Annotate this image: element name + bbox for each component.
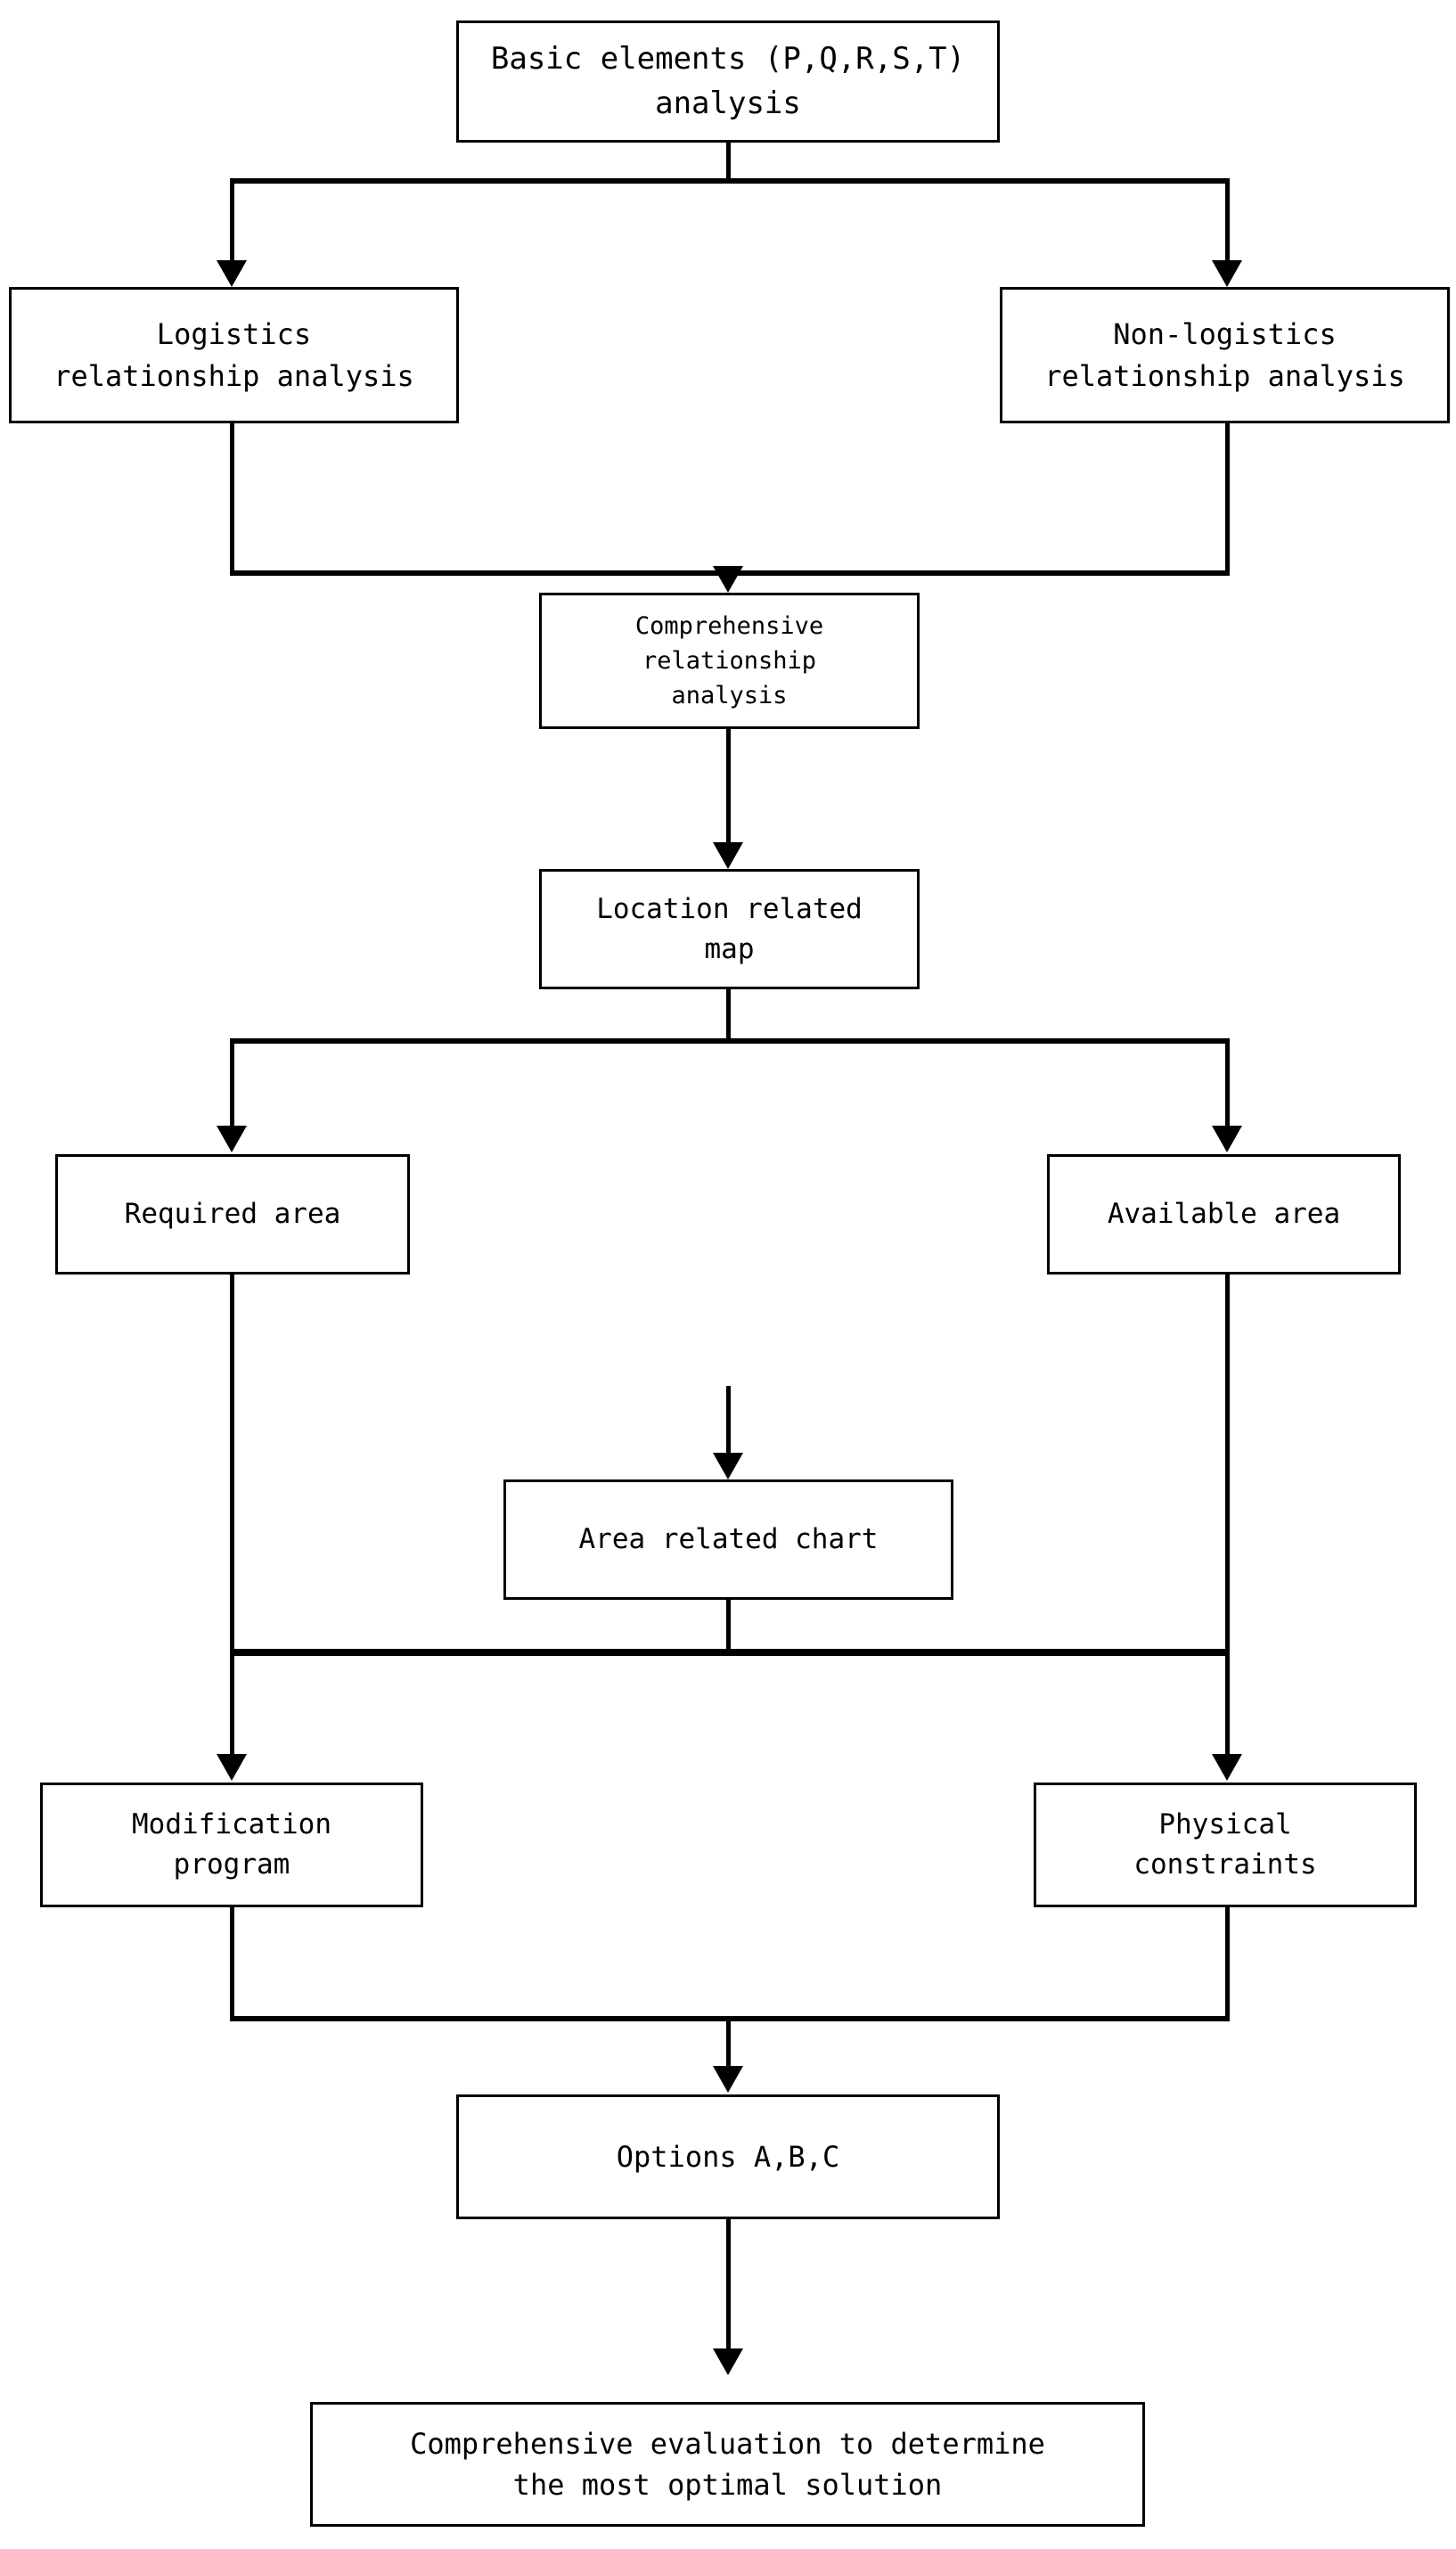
node-required-area-label: Required area bbox=[124, 1198, 341, 1231]
node-area-related-chart[interactable]: Area related chart bbox=[503, 1479, 953, 1600]
edge-basic-to-non-logistics-drop bbox=[1225, 178, 1230, 260]
arrowhead-to-logistics bbox=[217, 260, 247, 287]
arrowhead-to-options bbox=[713, 2066, 743, 2093]
node-required-area[interactable]: Required area bbox=[55, 1154, 410, 1274]
node-comprehensive-relationship-analysis-label: Comprehensive relationship analysis bbox=[634, 611, 824, 710]
edge-non-logistics-merge-rise bbox=[1225, 422, 1230, 575]
edge-options-to-final-line bbox=[726, 2217, 731, 2349]
edge-to-required-area-drop bbox=[230, 1038, 234, 1126]
edge-required-area-merge-rise bbox=[230, 1273, 234, 1656]
edge-to-modification-drop bbox=[230, 1649, 234, 1754]
arrowhead-to-non-logistics bbox=[1212, 260, 1242, 287]
edge-area-chart-split-bar bbox=[230, 1649, 1230, 1654]
edge-location-map-to-split-stem bbox=[726, 988, 731, 1043]
arrowhead-to-location-map bbox=[713, 842, 743, 869]
node-available-area-label: Available area bbox=[1107, 1198, 1341, 1231]
node-non-logistics-relationship-analysis[interactable]: Non-logistics relationship analysis bbox=[1000, 287, 1450, 423]
node-basic-elements[interactable]: Basic elements (P,Q,R,S,T) analysis bbox=[456, 20, 1000, 143]
node-area-related-chart-label: Area related chart bbox=[578, 1523, 879, 1556]
edge-basic-split-bar bbox=[232, 178, 1230, 184]
edge-merge-to-options-drop bbox=[726, 2016, 731, 2068]
node-basic-elements-label: Basic elements (P,Q,R,S,T) analysis bbox=[490, 41, 966, 121]
edge-modification-merge-rise bbox=[230, 1906, 234, 2021]
edge-basic-to-split-stem bbox=[726, 141, 731, 183]
node-physical-constraints-label: Physical constraints bbox=[1133, 1808, 1317, 1881]
node-final-evaluation[interactable]: Comprehensive evaluation to determine th… bbox=[310, 2402, 1145, 2527]
arrowhead-to-final-evaluation bbox=[713, 2348, 743, 2375]
node-physical-constraints[interactable]: Physical constraints bbox=[1034, 1783, 1417, 1907]
edge-area-chart-to-split-stem bbox=[726, 1598, 731, 1653]
arrowhead-to-available-area bbox=[1212, 1126, 1242, 1152]
node-non-logistics-relationship-analysis-label: Non-logistics relationship analysis bbox=[1044, 317, 1405, 393]
node-available-area[interactable]: Available area bbox=[1047, 1154, 1401, 1274]
edge-logistics-merge-rise bbox=[230, 422, 234, 575]
edge-basic-to-logistics-drop bbox=[230, 178, 234, 260]
edge-to-available-area-drop bbox=[1225, 1038, 1230, 1126]
edge-available-area-merge-rise bbox=[1225, 1273, 1230, 1656]
arrowhead-to-area-chart bbox=[713, 1453, 743, 1479]
node-modification-program[interactable]: Modification program bbox=[40, 1783, 423, 1907]
arrowhead-to-physical-constraints bbox=[1212, 1754, 1242, 1781]
arrowhead-to-required-area bbox=[217, 1126, 247, 1152]
edge-merge-to-area-chart-drop bbox=[726, 1386, 731, 1475]
node-options-a-b-c-label: Options A,B,C bbox=[616, 2139, 840, 2174]
edge-to-physical-drop bbox=[1225, 1649, 1230, 1754]
edge-physical-merge-rise bbox=[1225, 1906, 1230, 2021]
node-location-related-map-label: Location related map bbox=[596, 892, 863, 965]
edge-location-map-split-bar bbox=[230, 1038, 1230, 1044]
edge-comprehensive-to-location-map-line bbox=[726, 727, 731, 843]
node-logistics-relationship-analysis-label: Logistics relationship analysis bbox=[53, 317, 414, 393]
node-options-a-b-c[interactable]: Options A,B,C bbox=[456, 2094, 1000, 2219]
node-final-evaluation-label: Comprehensive evaluation to determine th… bbox=[410, 2426, 1045, 2502]
node-modification-program-label: Modification program bbox=[132, 1808, 331, 1881]
node-logistics-relationship-analysis[interactable]: Logistics relationship analysis bbox=[9, 287, 459, 423]
node-location-related-map[interactable]: Location related map bbox=[539, 869, 920, 989]
arrowhead-to-modification-program bbox=[217, 1754, 247, 1781]
node-comprehensive-relationship-analysis[interactable]: Comprehensive relationship analysis bbox=[539, 593, 920, 729]
arrowhead-to-comprehensive bbox=[713, 566, 743, 593]
